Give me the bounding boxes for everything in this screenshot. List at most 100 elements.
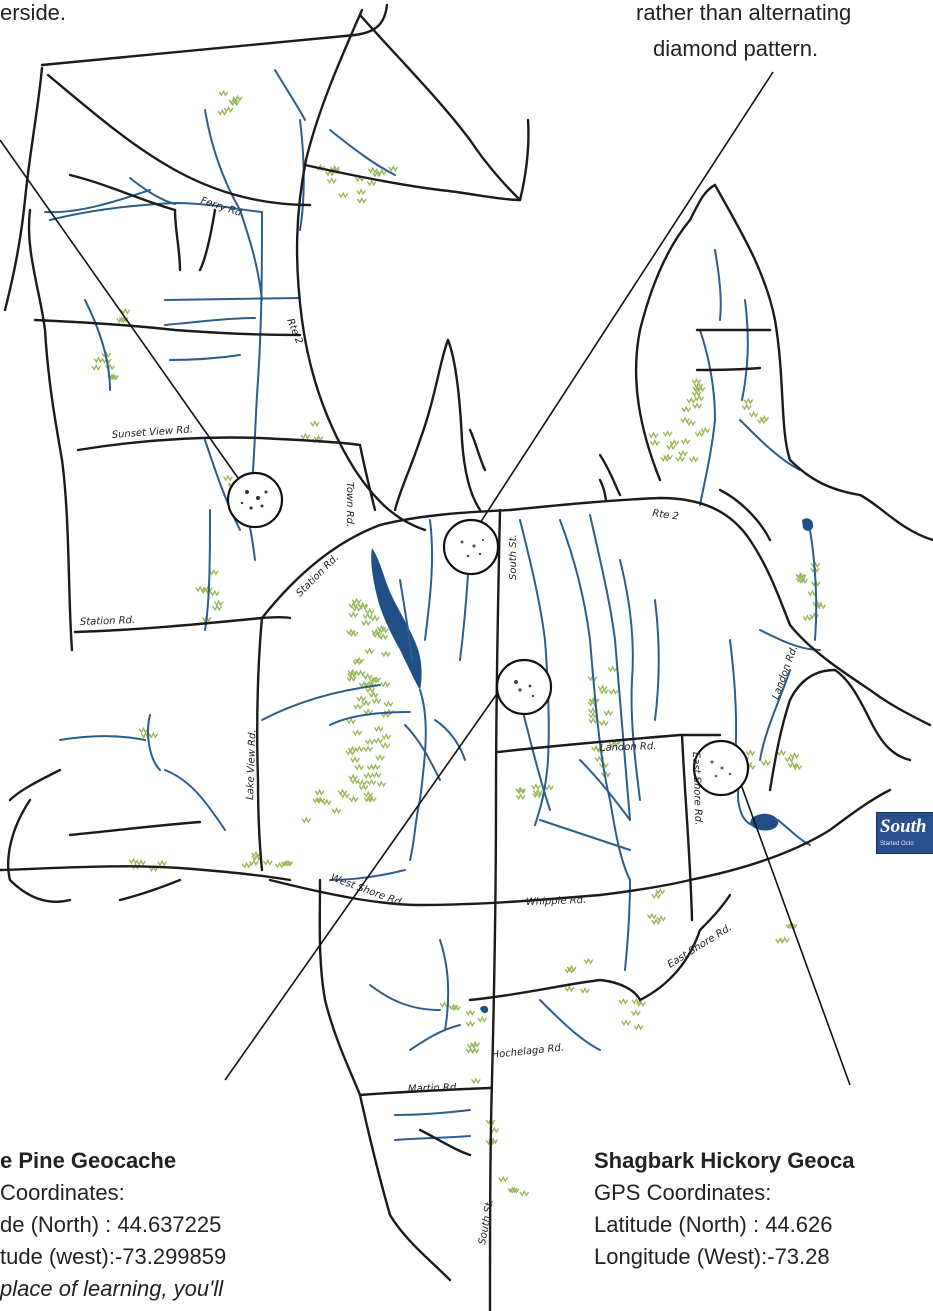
vegetation-tuft [633,1023,644,1031]
vegetation-tuft [223,105,234,113]
vegetation-tuft [120,307,130,315]
geocache-leaders [0,71,851,1086]
vegetation-tuft [743,397,754,405]
road [198,208,217,272]
vegetation-tuft [365,737,375,745]
vegetation-tuft [356,669,366,677]
vegetation-tuft [347,671,357,679]
vegetation-tuft [792,763,802,771]
pond-east [750,813,779,831]
stream [619,559,641,801]
road [33,318,302,337]
vegetation-tuft [381,650,391,658]
vegetation-tuft [371,628,382,636]
vegetation-tuft [608,665,618,673]
vegetation-tuft [301,816,312,824]
vegetation-tuft [377,168,387,176]
stream [329,129,396,176]
road [468,978,642,1002]
vegetation-tuft [312,796,322,804]
roads [0,3,933,1311]
stream [654,599,660,721]
vegetation-tuft [352,658,363,666]
vegetation-tuft [787,922,798,930]
road-label: Ferry Rd. [199,195,246,220]
geocache-marker[interactable] [226,471,284,529]
road [46,73,312,207]
geocache-marker[interactable] [442,518,500,576]
vegetation-tuft [636,1000,646,1008]
stream [404,724,441,781]
vegetation-tuft [93,356,104,364]
road [598,478,608,502]
road-label: Rte 2 [652,508,680,523]
geocache-marker[interactable] [495,658,553,716]
vegetation-tuft [376,780,387,788]
road-label: South St. [477,1199,496,1246]
vegetation-tuft [363,708,373,716]
stream [204,109,263,301]
vegetation-tuft [348,630,359,638]
vegetation-tuft [357,778,367,786]
road [260,508,512,620]
vegetation-tuft [241,861,252,869]
road [518,118,530,202]
caption-top-right-1: rather than alternating [636,0,852,25]
road [358,13,522,202]
road-label: South St. [508,534,519,580]
vegetation-tuft [681,405,691,413]
stream [44,189,151,214]
latitude: Latitude (North) : 44.626 [594,1212,833,1237]
geocache-caption-hickory: Shagbark Hickory Geoca GPS Coordinates: … [594,1148,854,1270]
stream [777,819,811,846]
vegetation-tuft [465,1020,476,1028]
road-labels: Ferry Rd. Rte 2 Sunset View Rd. Town Rd.… [80,195,800,1245]
road [496,733,722,754]
vegetation-tuft [369,676,379,684]
road [73,616,292,634]
vegetation-tuft [368,691,379,699]
stream [369,984,441,1011]
road [393,438,422,512]
vegetation-tuft [381,733,391,740]
road [68,173,177,212]
vegetation-tuft [337,788,348,796]
vegetation-tuft [663,453,673,461]
road-label: Landon Rd. [600,741,657,754]
vegetation-tuft [331,807,342,815]
road-label: Lake View Rd. [245,729,258,800]
geocache-marker[interactable] [692,739,750,797]
vegetation-tuft [692,402,702,410]
vegetation-tuft [669,438,680,446]
geocache-markers [226,471,750,797]
vegetation-tuft [358,783,369,791]
vegetation-tuft [357,196,367,204]
vegetation-tuft [601,770,611,778]
vegetation-tuft [695,385,706,393]
vegetation-tuft [157,859,167,867]
vegetation-tuft [350,777,360,785]
vegetation-tuft [599,761,609,769]
vegetation-tuft [757,417,767,425]
vegetation-tuft [223,474,233,482]
vegetation-tuft [356,695,366,703]
vegetation-tuft [367,795,377,803]
vegetation-tuft [810,561,821,569]
vegetation-tuft [691,377,702,385]
stream [699,329,716,506]
vegetation-tuft [212,604,222,612]
stream [399,579,413,661]
water-bodies [371,518,814,1014]
vegetation-tuft [148,731,159,739]
vegetation-tuft [366,778,377,786]
vegetation-tuft [515,793,526,801]
vegetation-tuft [300,432,311,440]
vegetation-tuft [608,688,619,696]
vegetation-tuft [362,672,373,680]
road [0,865,292,882]
vegetation-tuft [631,997,642,1005]
vegetation-tuft [228,97,238,105]
road-label: Whipple Rd. [526,895,587,908]
vegetation-tuft [784,755,795,763]
vegetation-tuft [597,684,608,692]
